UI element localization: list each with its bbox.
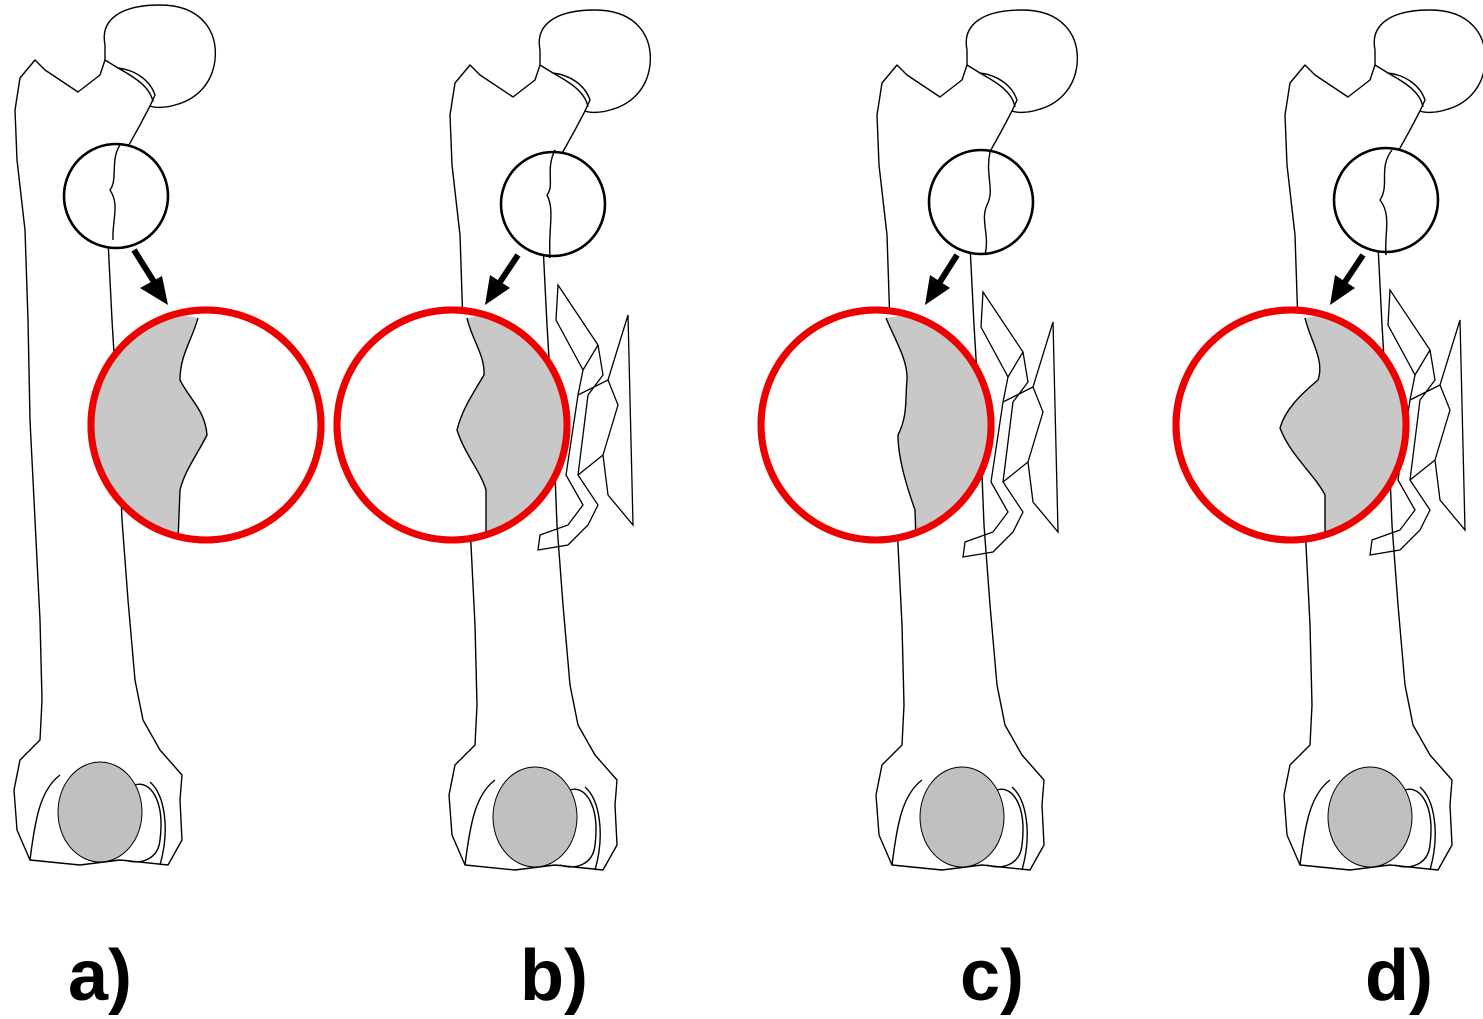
panel-d: d) [1172, 9, 1483, 1016]
panel-label: d) [1365, 936, 1433, 1016]
fracture-zoom-circle [62, 142, 170, 250]
panel-b: b) [333, 9, 652, 1016]
shaded-bone-region [1280, 313, 1403, 537]
panel-label: a) [68, 936, 132, 1016]
arrow-icon [1340, 253, 1366, 287]
panel-label: b) [520, 936, 588, 1016]
arrow-icon [495, 253, 521, 287]
fracture-zoom-circle [499, 150, 607, 258]
panel-label: c) [960, 936, 1024, 1016]
shaded-bone-region [457, 313, 564, 537]
arrow-icon [935, 253, 960, 287]
arrow-icon [131, 248, 159, 287]
fracture-zoom-circle [927, 148, 1035, 256]
panel-a: a) [13, 4, 325, 1016]
shaded-bone-region [94, 313, 207, 537]
panel-c: c) [757, 9, 1079, 1016]
